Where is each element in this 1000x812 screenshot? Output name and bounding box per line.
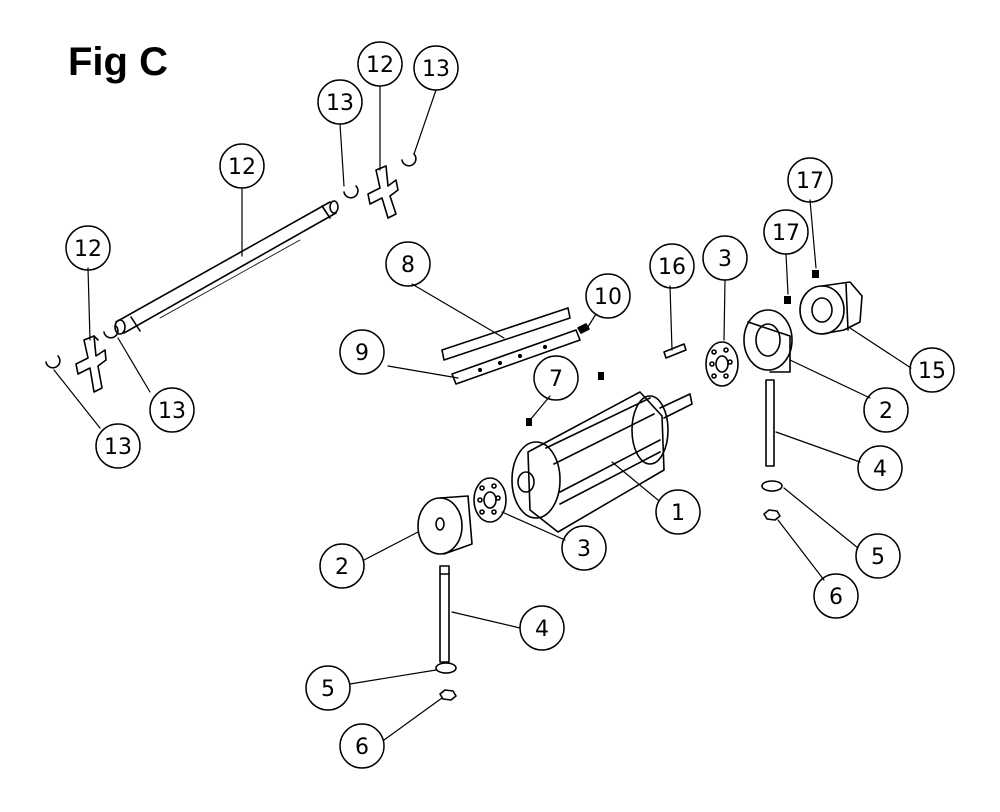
nut-part-6 <box>439 509 781 701</box>
callout-11: 12 <box>228 155 256 180</box>
callout-9: 9 <box>355 341 369 366</box>
shaft-part-11 <box>114 200 339 335</box>
callout-3-left: 3 <box>577 537 591 562</box>
callout-12-left: 12 <box>74 237 102 262</box>
callout-13-c: 13 <box>158 399 186 424</box>
callout-17-b: 17 <box>772 221 800 246</box>
bracket-part-12-right <box>367 165 399 219</box>
setscrew-part-7 <box>526 372 604 426</box>
bearing-part-3-right <box>705 341 739 387</box>
callout-7: 7 <box>549 367 563 392</box>
cutterhead-part-1 <box>511 391 693 533</box>
knife-blade-part-8 <box>441 307 571 361</box>
stud-part-4-right <box>765 379 775 467</box>
washer-part-5 <box>435 480 783 674</box>
clip-part-13 <box>45 153 417 369</box>
callout-circles <box>65 41 955 769</box>
gib-part-9 <box>451 329 581 385</box>
figure-title: Fig C <box>68 40 168 84</box>
setscrew-part-17 <box>784 270 819 304</box>
bushing-part-15 <box>799 281 863 335</box>
callout-13-a: 13 <box>326 91 354 116</box>
callout-6-left: 6 <box>355 735 369 760</box>
key-part-16 <box>663 343 687 359</box>
callout-12-right: 12 <box>366 53 394 78</box>
bearing-part-3-left <box>473 477 507 523</box>
callout-15: 15 <box>918 359 946 384</box>
leader-lines <box>53 85 912 741</box>
callout-16: 16 <box>658 255 686 280</box>
callout-17-a: 17 <box>796 169 824 194</box>
callout-10: 10 <box>594 285 622 310</box>
callout-6-right: 6 <box>829 585 843 610</box>
callout-4-right: 4 <box>873 457 887 482</box>
callout-2-right: 2 <box>879 399 893 424</box>
callout-5-left: 5 <box>321 677 335 702</box>
callout-8: 8 <box>401 253 415 278</box>
screw-part-10 <box>577 323 590 334</box>
callout-4-left: 4 <box>535 617 549 642</box>
stud-part-4-left <box>439 565 450 663</box>
bearing-block-part-2-right <box>743 309 793 373</box>
callout-2-left: 2 <box>335 555 349 580</box>
callout-5-right: 5 <box>871 545 885 570</box>
callout-1: 1 <box>671 501 685 526</box>
bracket-part-12-left <box>75 335 107 393</box>
callout-13-d: 13 <box>104 435 132 460</box>
callout-3-right: 3 <box>718 247 732 272</box>
bearing-block-part-2-left <box>417 495 473 555</box>
callout-13-b: 13 <box>422 57 450 82</box>
